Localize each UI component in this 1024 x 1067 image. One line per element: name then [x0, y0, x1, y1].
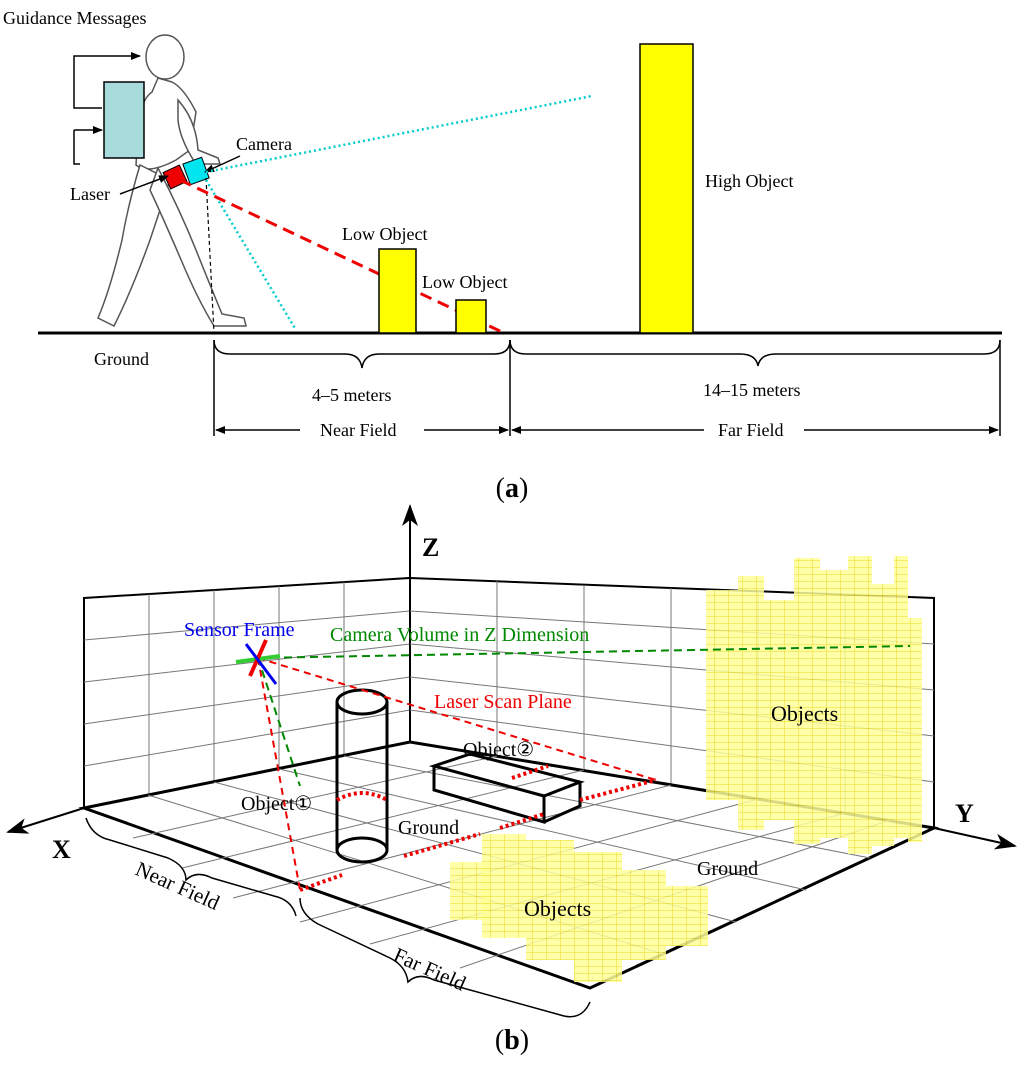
far-field-brace-b: [299, 897, 591, 1018]
label-axis-x: X: [52, 835, 71, 864]
label-camera: Camera: [236, 134, 292, 154]
label-far-field-a: Far Field: [718, 420, 784, 440]
objects-floor-cluster: [450, 834, 708, 982]
guidance-device: [103, 81, 145, 159]
high-object: [639, 43, 694, 334]
label-axis-z: Z: [422, 533, 439, 562]
label-far-field-b: Far Field: [390, 943, 470, 996]
far-brace: [509, 339, 1001, 367]
label-low-object-1: Low Object: [342, 224, 427, 244]
sensor-reference-line: [205, 177, 215, 334]
label-ground-a: Ground: [94, 349, 149, 369]
axis-y: [933, 827, 1017, 850]
axis-x: [6, 807, 85, 834]
label-ground-b-2: Ground: [697, 858, 758, 880]
label-objects-floor: Objects: [524, 896, 591, 921]
caption-a: (a): [496, 473, 529, 504]
person-figure: [97, 34, 247, 328]
label-objects-wall: Objects: [771, 701, 838, 726]
low-object-1: [378, 248, 417, 334]
guidance-arrow-top: [73, 52, 141, 109]
low-object-2: [455, 299, 487, 334]
near-brace: [213, 339, 511, 369]
laser-scan-plane: [257, 657, 657, 891]
guidance-arrow-bottom: [73, 130, 80, 165]
label-laser-scan-plane: Laser Scan Plane: [434, 691, 572, 713]
camera-fov-lower: [204, 179, 298, 331]
camera-fov-upper: [205, 94, 593, 174]
laser-beam: [179, 178, 503, 334]
label-guidance-messages: Guidance Messages: [3, 8, 146, 28]
label-sensor-frame: Sensor Frame: [184, 619, 295, 641]
label-near-distance: 4–5 meters: [312, 385, 391, 405]
label-object-1: Object①: [241, 793, 312, 815]
panel-a: Guidance Messages Camera Laser Low Objec…: [3, 8, 1002, 504]
box-object-2: [428, 752, 585, 824]
label-object-2: Object②: [463, 739, 534, 761]
sensor-frame: [235, 639, 281, 685]
label-far-distance: 14–15 meters: [703, 380, 800, 400]
label-near-field-b: Near Field: [132, 857, 224, 915]
label-ground-b-1: Ground: [398, 817, 459, 839]
near-field-brace-b: [85, 817, 297, 917]
label-low-object-2: Low Object: [422, 272, 507, 292]
label-camera-volume: Camera Volume in Z Dimension: [330, 624, 589, 646]
caption-b: (b): [495, 1025, 529, 1056]
objects-wall-cluster: [706, 556, 922, 854]
panel-b: Z X Y: [6, 504, 1017, 1056]
camera-volume: [257, 645, 911, 787]
label-near-field-a: Near Field: [320, 420, 396, 440]
label-high-object: High Object: [705, 171, 793, 191]
label-axis-y: Y: [955, 799, 974, 828]
label-laser: Laser: [70, 184, 110, 204]
laser-intersection: [299, 764, 657, 892]
